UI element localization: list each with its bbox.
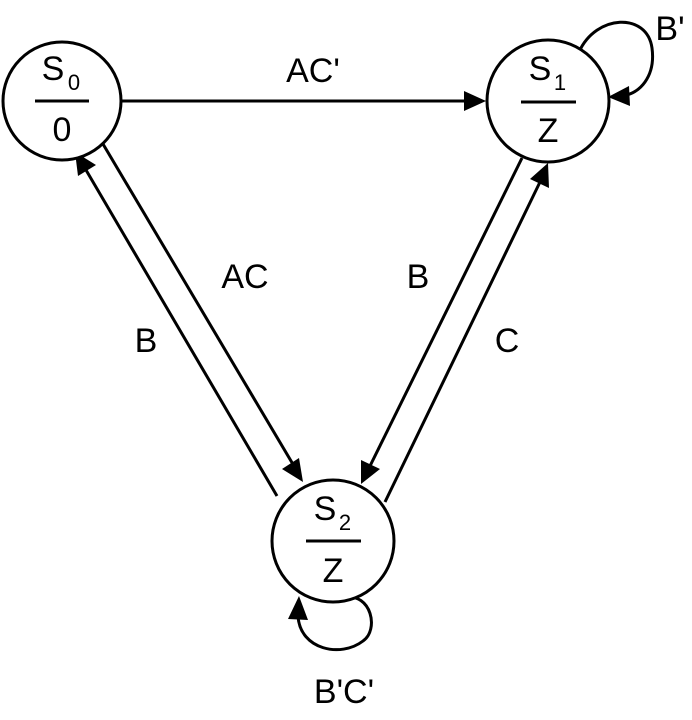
state-s1: S 1 Z	[485, 38, 611, 164]
label-s1-self-loop: B'	[655, 10, 684, 48]
state-s0-output: 0	[53, 111, 72, 149]
arrowhead-s0-to-s1	[464, 91, 486, 111]
edge-s2-to-s0	[84, 169, 279, 497]
arrowhead-s2-self-loop	[288, 596, 308, 620]
edge-s1-to-s2	[368, 157, 524, 467]
arrowhead-s1-to-s2	[361, 460, 380, 484]
label-s2-self-loop: B'C'	[314, 673, 374, 711]
state-s1-output: Z	[538, 112, 559, 150]
arrowhead-s2-to-s1	[530, 163, 549, 188]
state-s2-subscript: 2	[339, 510, 351, 535]
state-s0: S 0 0	[1, 40, 123, 162]
state-s2-output: Z	[323, 552, 344, 590]
state-s0-subscript: 0	[68, 70, 80, 95]
edge-s0-to-s2	[101, 143, 296, 467]
label-s2-to-s0: B	[135, 322, 158, 360]
label-s1-to-s2: B	[407, 258, 430, 296]
edge-s1-self-loop	[577, 20, 655, 97]
label-s0-to-s1: AC'	[286, 52, 340, 90]
arrowhead-s0-to-s2	[282, 458, 303, 482]
state-s2-name: S	[314, 490, 337, 528]
label-s2-to-s1: C	[495, 322, 520, 360]
edge-s2-self-loop	[296, 595, 373, 652]
state-s0-name: S	[42, 50, 65, 88]
state-s2: S 2 Z	[270, 478, 396, 604]
arrowhead-s1-self-loop	[608, 86, 630, 106]
state-s1-name: S	[529, 50, 552, 88]
edge-s2-to-s1	[383, 181, 542, 503]
state-s1-subscript: 1	[554, 70, 566, 95]
label-s0-to-s2: AC	[221, 258, 268, 296]
